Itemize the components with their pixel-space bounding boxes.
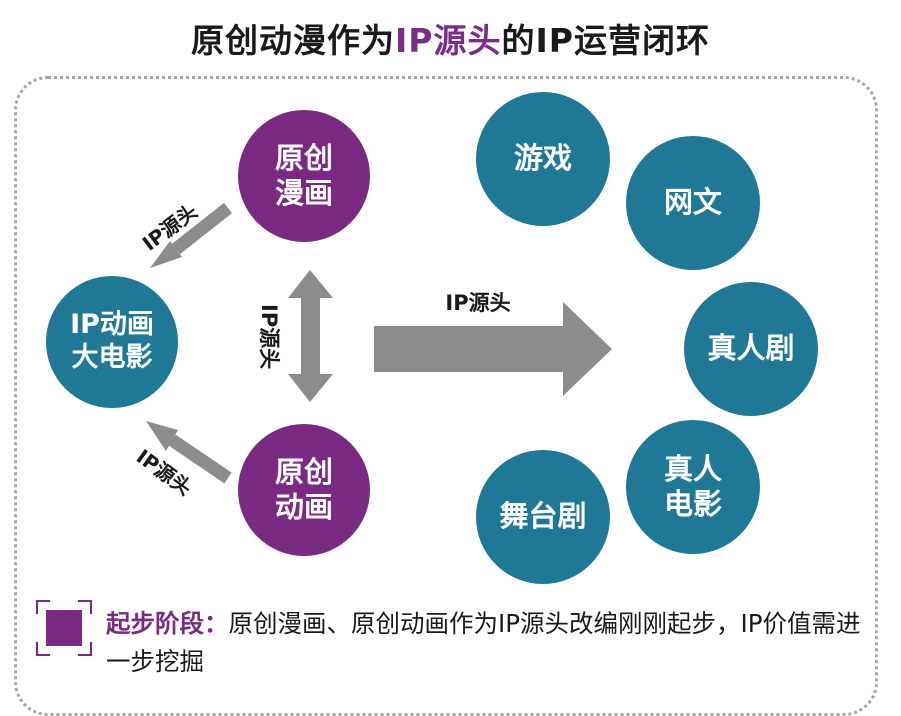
node-web-novel: 网文 <box>626 136 760 270</box>
arrows-layer: IP源头 IP源头 IP源头 IP源头 <box>132 199 612 500</box>
legend-description: 原创漫画、原创动画作为IP源头改编刚刚起步，IP价值需进一步挖掘 <box>106 609 861 676</box>
node-stage-play: 舞台剧 <box>476 450 610 584</box>
arrow-to-derivatives <box>374 302 612 396</box>
node-original-animation: 原创 动画 <box>238 424 370 556</box>
arrow-manga-to-film <box>150 202 233 268</box>
title-accent: IP源头 <box>395 21 502 60</box>
legend-marker <box>36 600 92 656</box>
title-part2: 的IP运营闭环 <box>501 21 710 60</box>
node-ip-animation-film: IP动画 大电影 <box>46 276 178 408</box>
legend-text: 起步阶段：原创漫画、原创动画作为IP源头改编刚刚起步，IP价值需进一步挖掘 <box>106 605 866 681</box>
page-title: 原创动漫作为IP源头的IP运营闭环 <box>0 14 901 64</box>
node-live-movie: 真人 电影 <box>626 420 760 554</box>
node-live-drama: 真人剧 <box>684 282 818 416</box>
arrow-animation-to-film <box>146 421 232 484</box>
node-original-manga: 原创 漫画 <box>238 110 370 242</box>
title-part1: 原创动漫作为 <box>191 21 396 60</box>
node-game: 游戏 <box>476 92 610 226</box>
label-to-derivatives: IP源头 <box>445 291 510 315</box>
arrow-vertical-double <box>288 270 333 402</box>
label-vertical: IP源头 <box>257 304 281 369</box>
legend-key: 起步阶段： <box>106 609 229 638</box>
